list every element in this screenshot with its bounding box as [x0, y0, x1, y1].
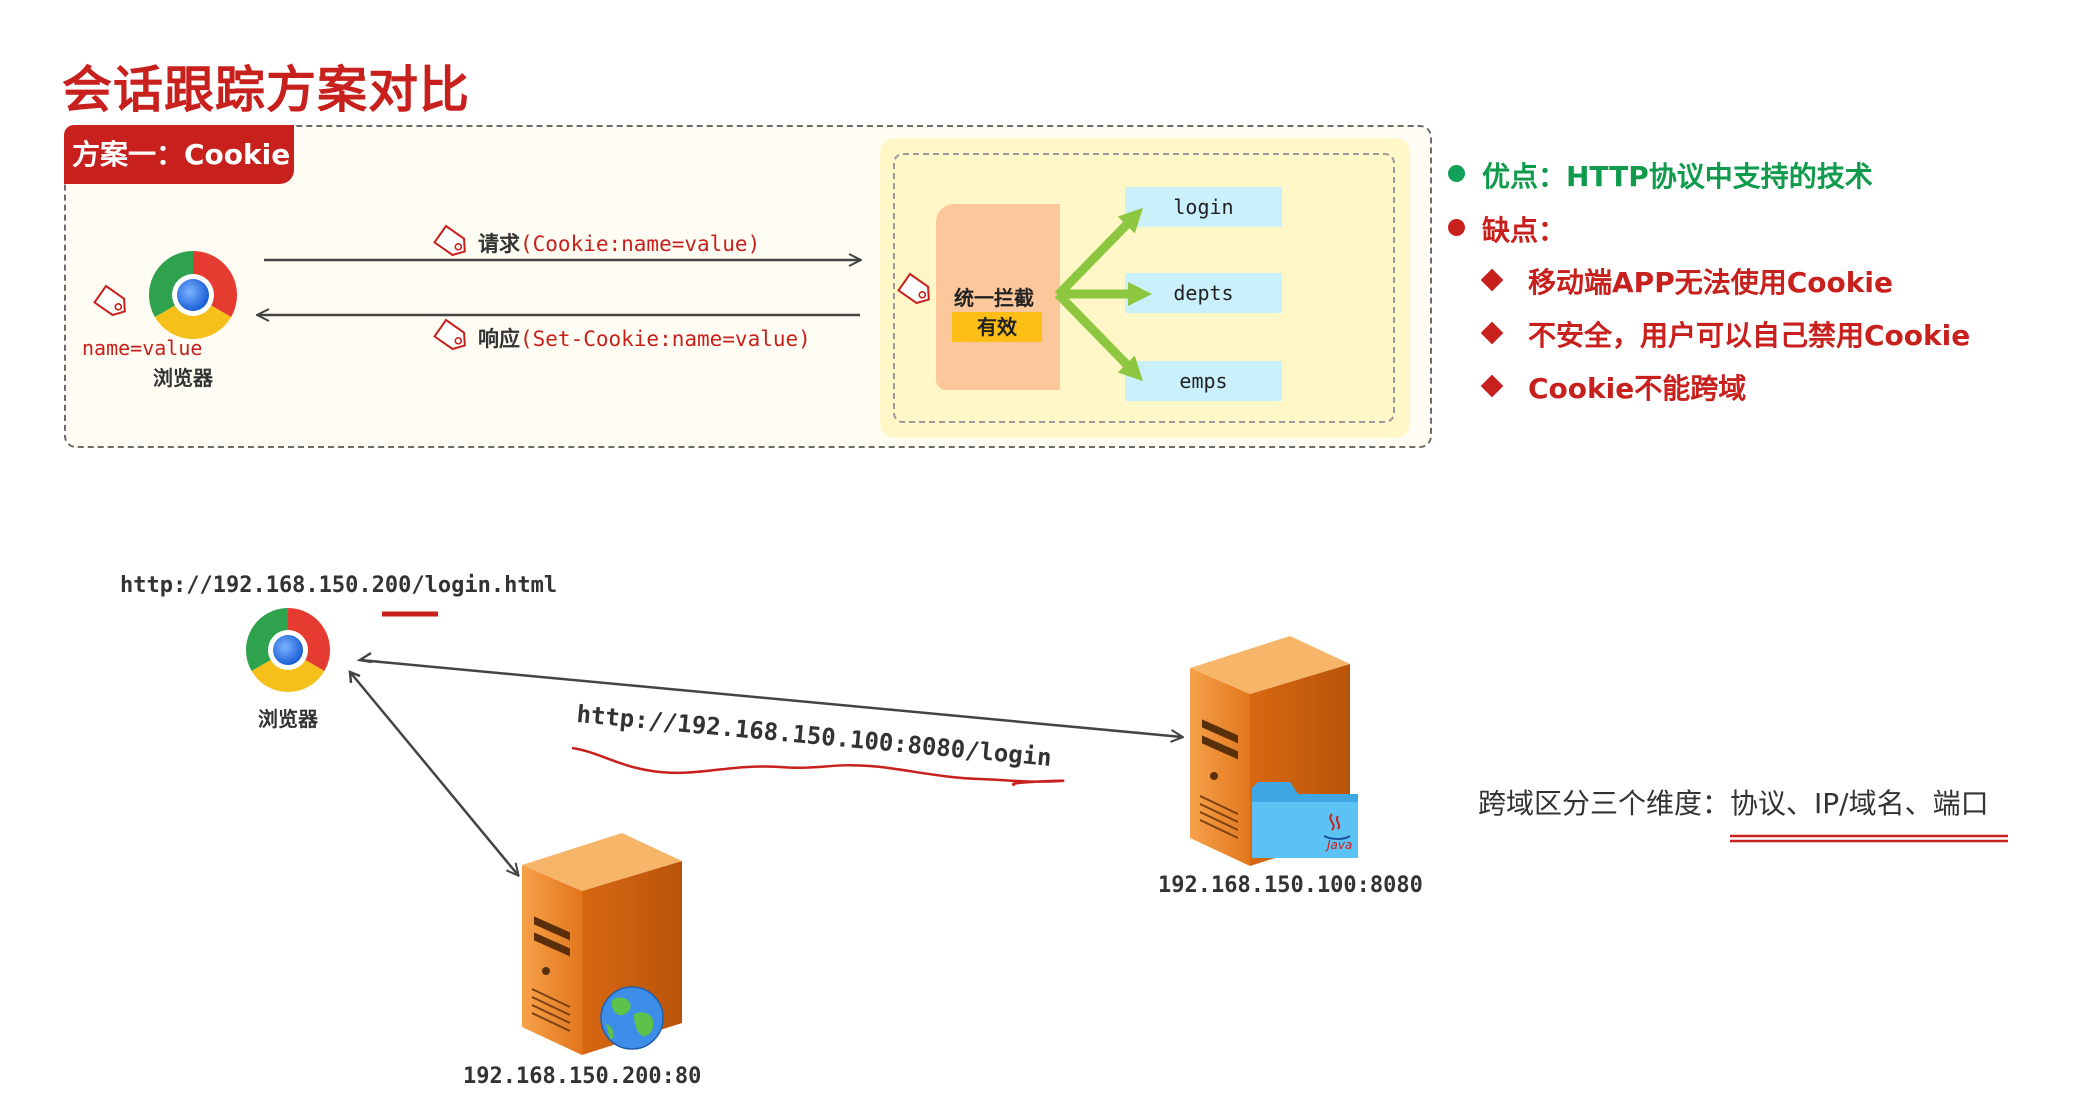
- response-label: 响应(Set-Cookie:name=value): [478, 323, 811, 353]
- server-area-dashed: [893, 153, 1395, 423]
- pros-bullet: [1448, 165, 1465, 182]
- cookie-tag-icon: [897, 272, 930, 305]
- scheme-badge: 方案一：Cookie: [64, 125, 294, 184]
- web-server-address: 192.168.150.200:80: [463, 1064, 702, 1089]
- interceptor-label: 统一拦截: [954, 286, 1034, 310]
- request-arrow-java-server: [359, 658, 1182, 737]
- cons-item: 移动端APP无法使用Cookie: [1528, 266, 1893, 299]
- page-title: 会话跟踪方案对比: [62, 61, 470, 119]
- chrome-browser-icon: [149, 251, 237, 339]
- interceptor-block: [936, 204, 1060, 390]
- endpoint-emps: emps: [1125, 361, 1282, 401]
- browser-label: 浏览器: [153, 366, 213, 390]
- pros-label: 优点：HTTP协议中支持的技术: [1482, 160, 1873, 193]
- request-cookie-header: (Cookie:name=value): [520, 232, 761, 256]
- cookie-tag-icon: [433, 224, 466, 257]
- lower-browser-label: 浏览器: [258, 707, 318, 731]
- endpoint-depts: depts: [1125, 273, 1282, 313]
- cross-domain-note: 跨域区分三个维度：协议、IP/域名、端口: [1478, 787, 1989, 820]
- request-url-underline: [571, 746, 1065, 787]
- request-prefix: 请求: [478, 232, 520, 256]
- interceptor-status: 有效: [952, 312, 1042, 342]
- response-set-cookie-header: (Set-Cookie:name=value): [520, 327, 811, 351]
- request-arrow-web-server: [349, 671, 518, 875]
- cookie-tag-icon: [433, 318, 466, 351]
- green-arrow-login: [1054, 207, 1143, 299]
- cons-label: 缺点：: [1482, 214, 1567, 247]
- green-arrow-emps: [1054, 290, 1143, 382]
- endpoint-login: login: [1125, 187, 1282, 227]
- request-label: 请求(Cookie:name=value): [478, 228, 760, 258]
- browser-cookie-label: name=value: [82, 336, 203, 360]
- java-folder-icon: [1252, 782, 1358, 858]
- globe-icon: [600, 986, 664, 1050]
- java-server-address: 192.168.150.100:8080: [1158, 873, 1423, 898]
- chrome-browser-icon: [245, 608, 331, 693]
- response-prefix: 响应: [478, 327, 520, 351]
- cons-item: 不安全，用户可以自己禁用Cookie: [1528, 319, 1971, 352]
- cons-bullet: [1448, 219, 1465, 236]
- browser-url: http://192.168.150.200/login.html: [120, 573, 558, 598]
- cons-item: Cookie不能跨域: [1528, 372, 1747, 405]
- java-folder-label: Java: [1327, 838, 1353, 852]
- cookie-tag-icon: [93, 284, 126, 317]
